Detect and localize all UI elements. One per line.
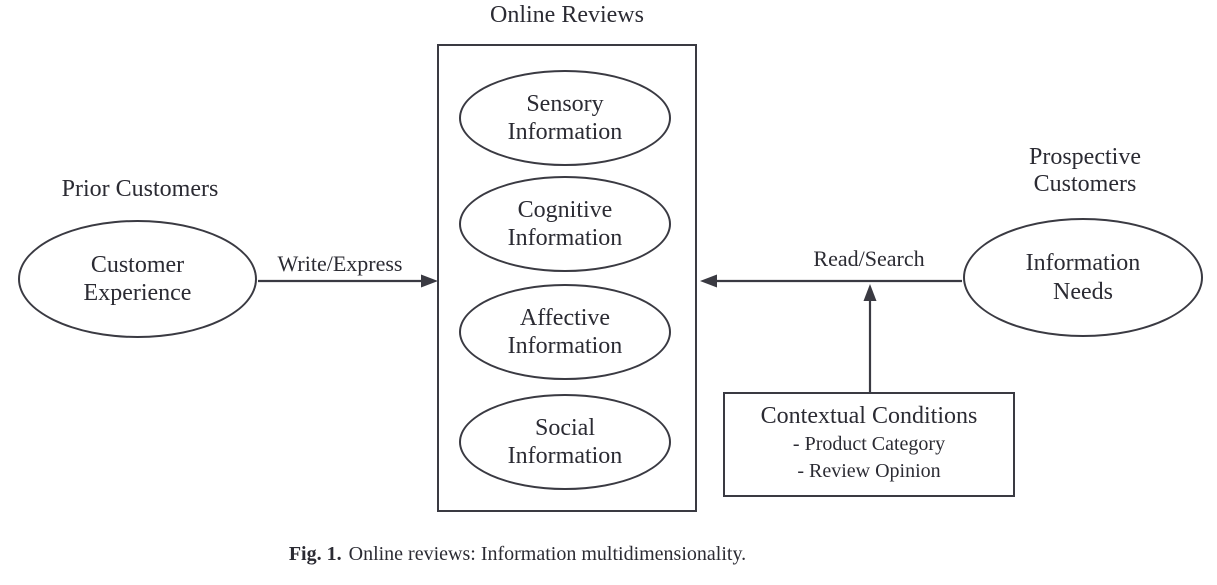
ellipse-information-needs: Information Needs <box>963 218 1203 337</box>
prospective-customers-label: Prospective Customers <box>1029 144 1141 197</box>
online-reviews-box <box>437 44 697 512</box>
ellipse-affective-information: Affective Information <box>459 284 671 380</box>
prior-customers-label: Prior Customers <box>61 176 219 202</box>
contextual-conditions-title: Contextual Conditions <box>760 403 978 429</box>
ellipse-customer-experience: Customer Experience <box>18 220 257 338</box>
read-search-label: Read/Search <box>813 246 925 271</box>
ellipse-social-information-label: Social Information <box>507 414 623 469</box>
figure-caption-number: Fig. 1. <box>288 543 342 565</box>
contextual-conditions-box: Contextual Conditions - Product Category… <box>723 392 1015 497</box>
figure-caption: Fig. 1. Online reviews: Information multi… <box>150 542 885 566</box>
ellipse-cognitive-information-label: Cognitive Information <box>507 196 623 251</box>
ellipse-affective-information-label: Affective Information <box>507 304 623 359</box>
write-express-arrowhead <box>421 274 438 288</box>
ellipse-cognitive-information: Cognitive Information <box>459 176 671 272</box>
center-box-title: Online Reviews <box>490 2 644 28</box>
contextual-conditions-item-product-category: - Product Category <box>792 432 946 455</box>
figure-caption-text: Online reviews: Information multidimensi… <box>348 543 747 565</box>
ellipse-information-needs-label: Information Needs <box>1025 250 1141 305</box>
ellipse-sensory-information-label: Sensory Information <box>507 90 623 145</box>
context-arrowhead <box>863 284 877 301</box>
write-express-label: Write/Express <box>277 251 403 276</box>
ellipse-customer-experience-label: Customer Experience <box>83 251 192 306</box>
read-search-arrowhead <box>700 274 717 288</box>
ellipse-sensory-information: Sensory Information <box>459 70 671 166</box>
contextual-conditions-item-review-opinion: - Review Opinion <box>797 459 941 482</box>
ellipse-social-information: Social Information <box>459 394 671 490</box>
